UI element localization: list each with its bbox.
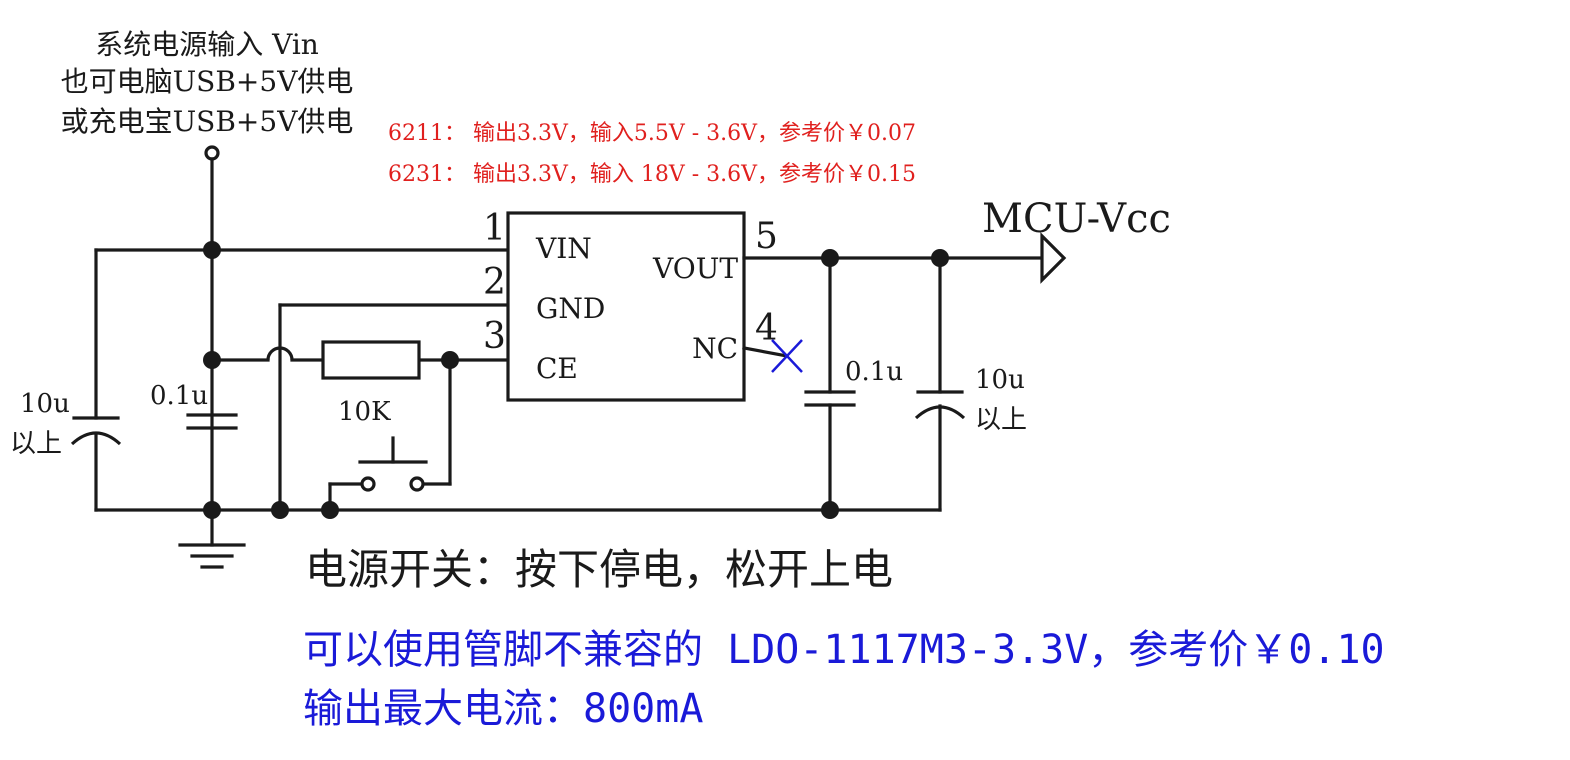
c-in-bulk-capacitor: [70, 416, 122, 446]
pin1-number: 1: [483, 208, 506, 249]
ldo-ic-body: [506, 211, 746, 402]
mcu-vcc-port-arrow: [1040, 232, 1067, 284]
c-in-bulk-value: 10u: [20, 389, 70, 419]
switch-note: 电源开关：按下停电，松开上电: [305, 545, 893, 594]
junction-gnd-pin: [271, 501, 289, 519]
c-out-bulk-note: 以上: [975, 405, 1027, 435]
supply-label-line1: 系统电源输入 Vin: [95, 28, 319, 61]
pin2-number: 2: [483, 262, 506, 303]
no-connect-marker: [771, 339, 803, 373]
resistor-10k: [321, 340, 421, 380]
vin-terminal: [204, 145, 220, 161]
c-out-ceramic-value: 0.1u: [845, 357, 903, 387]
note-6211: 6211： 输出3.3V，输入5.5V - 3.6V，参考价￥0.07: [388, 121, 916, 146]
resistor-value: 10K: [338, 397, 391, 427]
pin-name-gnd: GND: [536, 292, 605, 325]
note-6231: 6231： 输出3.3V，输入 18V - 3.6V，参考价￥0.15: [388, 162, 916, 187]
c-out-bulk-value: 10u: [975, 365, 1025, 395]
pin5-number: 5: [755, 216, 778, 257]
c-in-bulk-note: 以上: [10, 429, 62, 459]
junction-switch-gnd: [321, 501, 339, 519]
pin-name-vin: VIN: [535, 232, 592, 265]
push-button-switch: [328, 358, 452, 512]
pin-name-vout: VOUT: [652, 252, 738, 285]
mcu-vcc-label: MCU-Vcc: [982, 196, 1171, 242]
alt-ldo-note: 可以使用管脚不兼容的 LDO-1117M3-3.3V，参考价￥0.10: [303, 627, 1385, 673]
max-current-note: 输出最大电流：800mA: [303, 686, 703, 732]
pin-name-nc: NC: [692, 332, 738, 365]
c-in-ceramic-capacitor: [186, 413, 238, 430]
supply-label-line2: 也可电脑USB+5V供电: [61, 65, 354, 98]
c-out-ceramic-capacitor: [804, 390, 856, 407]
ce-wire: [210, 346, 510, 362]
pin3-number: 3: [483, 316, 506, 357]
ground-symbol: [178, 508, 246, 569]
junction-gnd-right: [821, 501, 839, 519]
junction-vin: [203, 241, 221, 259]
pin-name-ce: CE: [536, 352, 578, 385]
pin4-number: 4: [755, 308, 778, 349]
c-in-ceramic-value: 0.1u: [150, 381, 208, 411]
nc-pin-wire: [742, 346, 789, 358]
supply-label-line3: 或充电宝USB+5V供电: [61, 105, 354, 138]
supply-input-label: 系统电源输入 Vin 也可电脑USB+5V供电 或充电宝USB+5V供电: [61, 28, 354, 138]
